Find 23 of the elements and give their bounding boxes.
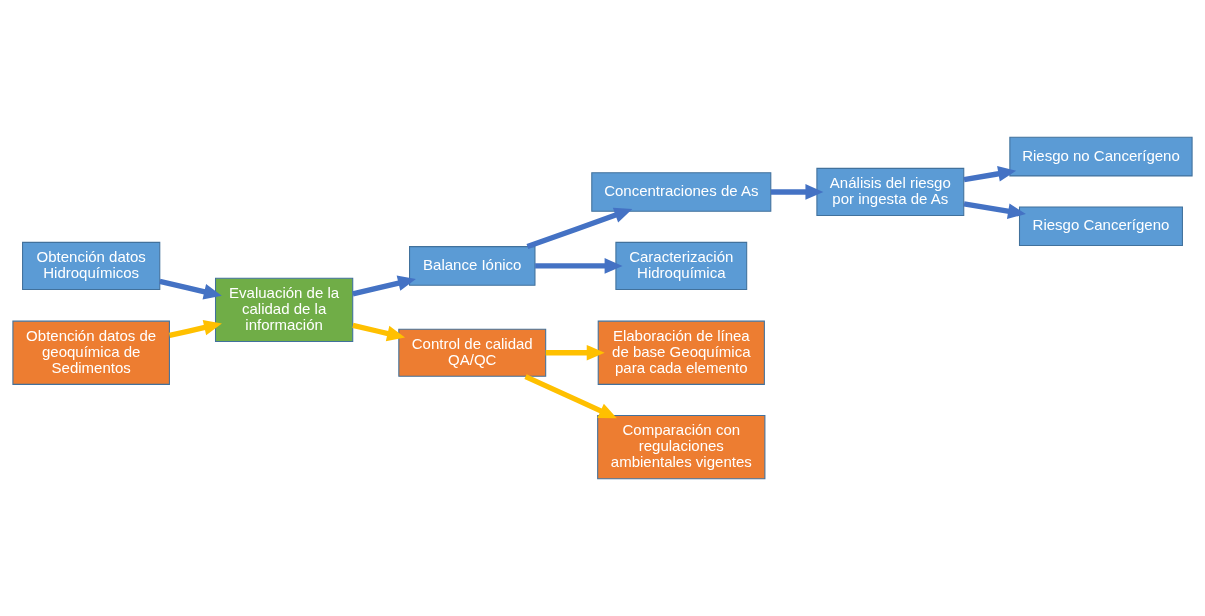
arrow [159,278,222,300]
arrow [168,319,222,338]
node-box: Riesgo Cancerígeno [1018,206,1183,247]
arrow [352,275,416,297]
node-box: Concentraciones de As [591,172,772,212]
node-box: Control de calidad QA/QC [398,328,547,377]
arrow [535,258,623,274]
node-box: Comparación con regulaciones ambientales vigentes [597,414,766,480]
arrow [352,322,406,342]
arrow [545,344,605,361]
node-box: Elaboración de línea de base Geoquímica para cada elemento [597,320,765,385]
node-box: Análisis del riesgo por ingesta de As [816,167,965,217]
node-box: Caracterización Hidroquímica [615,241,748,291]
arrow [771,184,824,200]
node-box: Riesgo no Cancerígeno [1009,136,1193,177]
node-box: Balance Iónico [409,246,536,286]
node-box: Obtención datos de geoquímica de Sedimentos [12,320,170,385]
node-box: Obtención datos Hidroquímicos [22,241,161,291]
arrow [524,374,617,419]
arrow [526,207,633,250]
arrow [963,166,1017,183]
node-box: Evaluación de la calidad de la información [215,277,354,343]
arrow [963,201,1026,219]
